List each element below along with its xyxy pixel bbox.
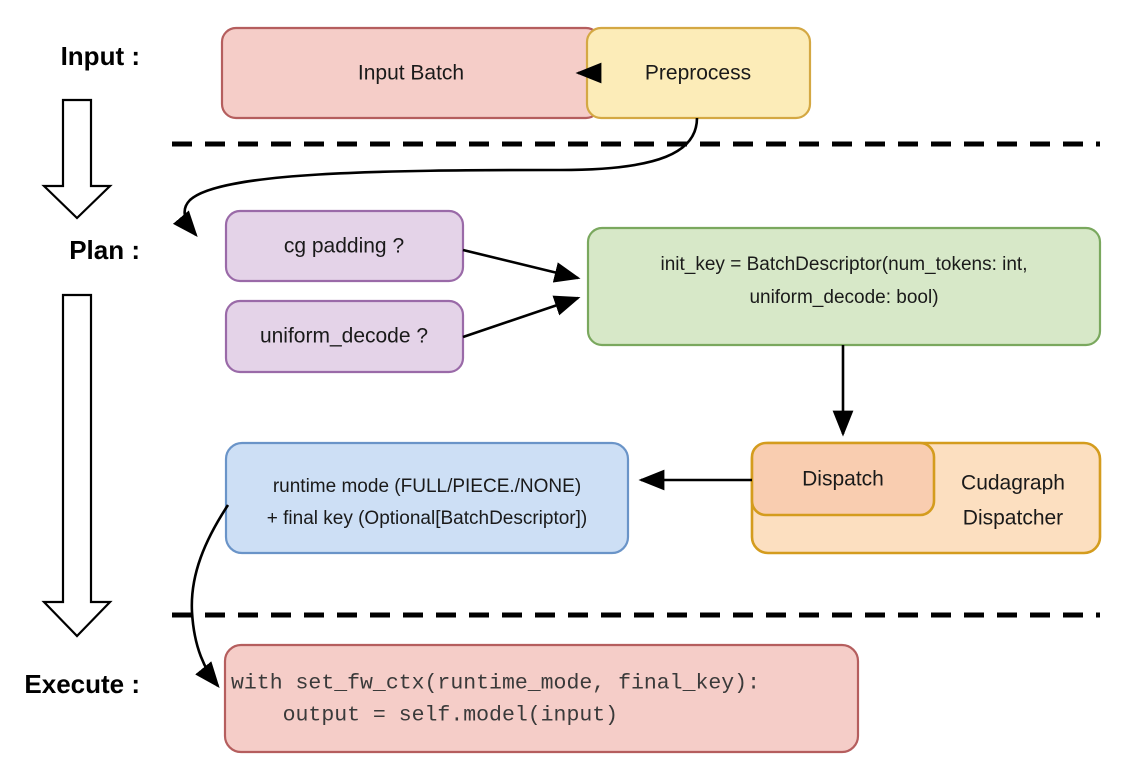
block-arrow-input-to-plan — [41, 98, 113, 220]
edge-uniform-decode-to-init-key — [462, 295, 581, 339]
stage-label-input: Input : — [61, 41, 140, 71]
node-cudagraph-dispatcher-line1: Cudagraph — [961, 472, 1065, 495]
node-cg-padding-label: cg padding ? — [284, 235, 404, 258]
stage-label-plan: Plan : — [69, 235, 140, 265]
node-dispatch-label: Dispatch — [802, 468, 884, 491]
edge-preprocess-to-plan — [172, 117, 699, 237]
block-arrow-plan-to-execute — [41, 293, 113, 638]
node-cg-padding[interactable] — [224, 209, 465, 283]
edge-runtime-mode-to-code — [190, 504, 230, 689]
code-line-2: output = self.model(input) — [231, 704, 618, 728]
code-line-1: with set_fw_ctx(runtime_mode, final_key)… — [231, 672, 760, 696]
node-runtime-mode-line2: + final key (Optional[BatchDescriptor]) — [267, 508, 588, 529]
node-code-block[interactable] — [223, 643, 860, 754]
node-init-key-line1: init_key = BatchDescriptor(num_tokens: i… — [661, 254, 1028, 275]
edge-cg-padding-to-init-key — [462, 248, 581, 283]
node-uniform-decode-label: uniform_decode ? — [260, 325, 428, 348]
node-init-key-line2: uniform_decode: bool) — [749, 287, 938, 308]
node-cudagraph-dispatcher-line2: Dispatcher — [963, 507, 1063, 530]
node-runtime-mode-line1: runtime mode (FULL/PIECE./NONE) — [273, 476, 581, 497]
node-input-batch-label: Input Batch — [358, 62, 464, 85]
stage-label-execute: Execute : — [24, 669, 140, 699]
node-preprocess-label: Preprocess — [645, 62, 751, 85]
node-runtime-mode[interactable] — [224, 441, 630, 555]
